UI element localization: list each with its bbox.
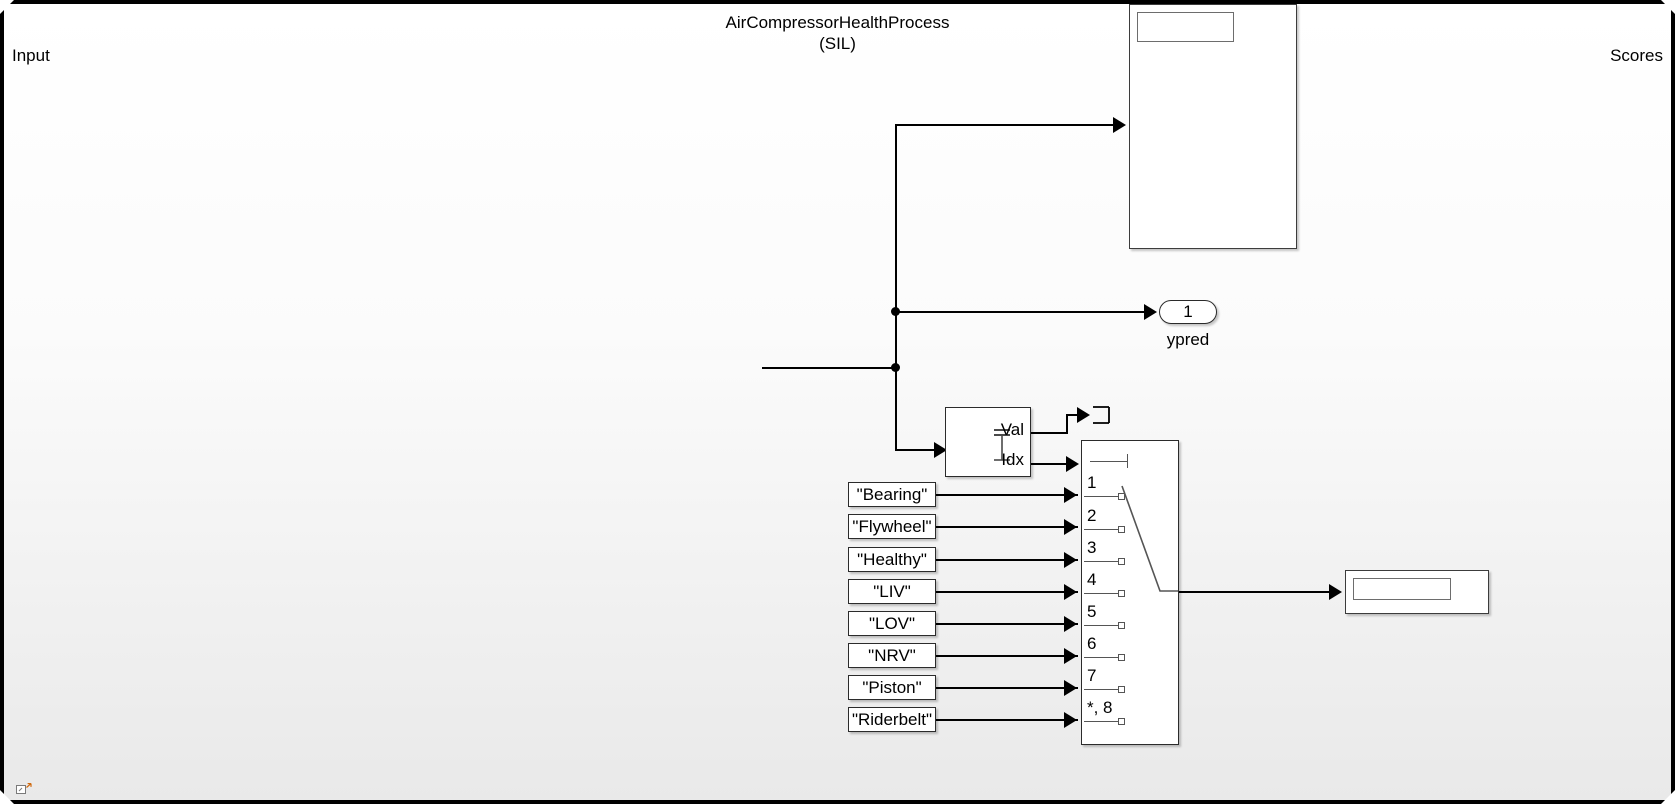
- constant-label: "NRV": [868, 645, 916, 665]
- constant-label: "Flywheel": [852, 516, 932, 536]
- minmax-idx-label: Idx: [1001, 450, 1024, 469]
- switch-wiper-icon: [1121, 485, 1178, 592]
- wire-val-out: [1031, 432, 1068, 434]
- scope-display-block[interactable]: [1129, 4, 1297, 249]
- switch-contact-square-2: [1118, 526, 1125, 533]
- constant-block-piston[interactable]: "Piston": [848, 675, 936, 700]
- switch-contact-stub-2: [1084, 529, 1118, 531]
- switch-port-number-1: 1: [1087, 473, 1097, 492]
- constant-label: "Healthy": [857, 549, 927, 569]
- switch-contact-square-8: [1118, 718, 1125, 725]
- minmax-block[interactable]: Val Idx: [945, 407, 1031, 477]
- constant-block-flywheel[interactable]: "Flywheel": [848, 514, 936, 539]
- switch-contact-square-5: [1118, 622, 1125, 629]
- switch-port-number-7: 7: [1087, 666, 1097, 685]
- code-generation-badge-icon: [16, 782, 32, 797]
- ypred-caption: ypred: [1166, 330, 1210, 349]
- switch-contact-square-4: [1118, 590, 1125, 597]
- wire-const-2: [936, 526, 1078, 528]
- wire-const-6: [936, 655, 1078, 657]
- switch-contact-square-6: [1118, 654, 1125, 661]
- switch-contact-stub-8: [1084, 721, 1118, 723]
- arrow-ypred-input: [1144, 304, 1157, 320]
- max-icon: [990, 426, 1018, 466]
- wire-const-5: [936, 623, 1078, 625]
- wire-scores-down: [895, 367, 897, 450]
- switch-port-number-4: 4: [1087, 570, 1097, 589]
- arrow-display-input: [1329, 584, 1342, 600]
- wire-val-riser: [1066, 414, 1068, 433]
- wire-to-ypred: [895, 311, 1150, 313]
- constant-block-nrv[interactable]: "NRV": [848, 643, 936, 668]
- arrow-scope-input: [1113, 117, 1126, 133]
- string-display-value: [1353, 578, 1451, 600]
- arrow-switch-input-6: [1064, 648, 1077, 664]
- ypred-outport-block[interactable]: 1: [1159, 300, 1217, 324]
- arrow-switch-input-3: [1064, 552, 1077, 568]
- switch-port-number-3: 3: [1087, 538, 1097, 557]
- arrow-switch-control: [1066, 456, 1079, 472]
- switch-contact-stub-1: [1084, 496, 1118, 498]
- sil-input-port-label: Input: [12, 46, 50, 65]
- string-display-block[interactable]: [1345, 570, 1489, 614]
- switch-contact-stub-6: [1084, 657, 1118, 659]
- switch-control-tick: [1127, 454, 1129, 468]
- constant-label: "LIV": [873, 581, 911, 601]
- arrow-switch-input-5: [1064, 616, 1077, 632]
- wire-scores-up: [895, 124, 897, 368]
- constant-block-liv[interactable]: "LIV": [848, 579, 936, 604]
- switch-port-number-6: 6: [1087, 634, 1097, 653]
- wire-const-1: [936, 494, 1078, 496]
- wire-val-to-terminator: [1066, 414, 1083, 416]
- arrow-switch-input-2: [1064, 519, 1077, 535]
- constant-block-bearing[interactable]: "Bearing": [848, 482, 936, 507]
- wire-const-8: [936, 719, 1078, 721]
- wire-const-7: [936, 687, 1078, 689]
- arrow-terminator-input: [1077, 407, 1090, 423]
- switch-port-number-5: 5: [1087, 602, 1097, 621]
- wire-const-4: [936, 591, 1078, 593]
- switch-port-number-8: *, 8: [1087, 698, 1113, 717]
- switch-contact-stub-7: [1084, 689, 1118, 691]
- wire-to-scope: [895, 124, 1120, 126]
- switch-contact-square-1: [1118, 493, 1125, 500]
- arrow-minmax-input: [934, 442, 947, 458]
- wire-const-3: [936, 559, 1078, 561]
- wire-sil-scores: [762, 367, 896, 369]
- switch-contact-stub-5: [1084, 625, 1118, 627]
- multiport-switch-block[interactable]: 1 2 3 4 5 6 7 *, 8: [1081, 440, 1179, 745]
- terminator-block[interactable]: [1092, 404, 1114, 431]
- constant-block-healthy[interactable]: "Healthy": [848, 547, 936, 572]
- switch-contact-square-7: [1118, 686, 1125, 693]
- minmax-val-label: Val: [1000, 420, 1024, 439]
- switch-contact-stub-4: [1084, 593, 1118, 595]
- constant-label: "Riderbelt": [851, 709, 933, 729]
- ypred-port-number: 1: [1183, 302, 1193, 322]
- scope-display-value: [1137, 12, 1234, 42]
- wire-idx-to-switch: [1031, 463, 1075, 465]
- constant-block-riderbelt[interactable]: "Riderbelt": [848, 707, 936, 732]
- constant-label: "LOV": [868, 613, 916, 633]
- arrow-switch-input-1: [1064, 487, 1077, 503]
- arrow-switch-input-8: [1064, 712, 1077, 728]
- wire-switch-to-display: [1179, 591, 1336, 593]
- arrow-switch-input-7: [1064, 680, 1077, 696]
- constant-block-lov[interactable]: "LOV": [848, 611, 936, 636]
- wire-to-minmax: [895, 449, 941, 451]
- switch-port-number-2: 2: [1087, 506, 1097, 525]
- switch-contact-stub-3: [1084, 561, 1118, 563]
- arrow-switch-input-4: [1064, 584, 1077, 600]
- switch-control-line: [1090, 461, 1128, 463]
- constant-label: "Bearing": [856, 484, 928, 504]
- constant-label: "Piston": [862, 677, 922, 697]
- sil-output-port-label: Scores: [1610, 46, 1663, 65]
- sil-subsystem-block[interactable]: AirCompressorHealthProcess (SIL) Input S…: [0, 0, 341, 108]
- switch-contact-square-3: [1118, 558, 1125, 565]
